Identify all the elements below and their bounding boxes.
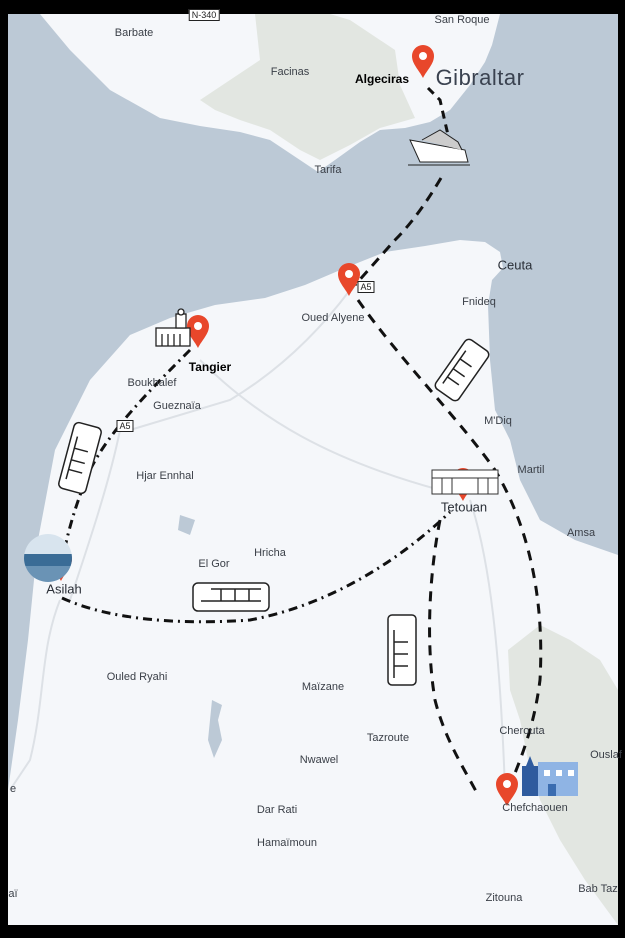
place-label: Tarifa <box>314 164 342 176</box>
place-label-tangier: Tangier <box>188 360 232 374</box>
place-label-gibraltar: Gibraltar <box>435 65 525 90</box>
place-label: San Roque <box>434 14 490 26</box>
place-label: Maïzane <box>301 681 345 693</box>
route-asilah-tetouan <box>61 510 452 624</box>
place-label: e <box>9 783 17 795</box>
route-tetouan-chefchaouen <box>428 519 480 796</box>
bus-icon <box>434 338 490 402</box>
blue-city-icon <box>522 756 578 796</box>
roads <box>9 289 506 791</box>
routes <box>58 86 543 796</box>
map-pin-icon <box>338 263 360 296</box>
road-shield-a5: A5 <box>357 281 375 293</box>
place-label: Hricha <box>254 547 286 559</box>
medina-building-icon <box>431 469 499 495</box>
place-label: Zitouna <box>485 892 523 904</box>
beach-photo-icon <box>24 534 72 582</box>
place-label: Ceuta <box>497 257 533 273</box>
place-label: Gueznaïa <box>153 400 201 412</box>
place-label: Barbate <box>114 27 154 39</box>
place-label: M'Diq <box>484 415 512 427</box>
place-label-asilah: Asilah <box>46 581 82 597</box>
lake <box>208 700 222 758</box>
place-label: Oued Alyene <box>301 312 365 324</box>
bus-icon <box>387 614 417 686</box>
place-label: Dar Rati <box>256 804 298 816</box>
bus-icon <box>192 582 270 612</box>
place-label: Facinas <box>270 66 310 78</box>
place-label: Tazroute <box>366 732 410 744</box>
map-pin-icon <box>187 315 209 348</box>
place-label: Ouslaf <box>590 749 622 761</box>
place-label-chefchaouen: Chefchaouen <box>502 802 568 814</box>
place-label: Martil <box>517 464 545 476</box>
land-morocco <box>8 240 618 925</box>
place-label: aï <box>8 888 18 900</box>
place-label-tetouan: Tetouan <box>440 499 488 515</box>
road-shield-a5: A5 <box>116 420 134 432</box>
place-label: Bab Taz <box>578 883 618 895</box>
ship-icon <box>408 129 470 166</box>
place-label: Ouled Ryahi <box>106 671 168 683</box>
map-pin-icon <box>412 45 434 78</box>
road-shield-n340: N-340 <box>188 9 220 21</box>
ferry-route <box>426 86 450 136</box>
place-label: Nwawel <box>299 754 339 766</box>
place-label: Fnideq <box>462 296 496 308</box>
route-tangier-asilah <box>58 348 192 576</box>
place-label: Amsa <box>566 527 596 539</box>
lake <box>178 515 195 535</box>
place-label: Hamaïmoun <box>257 837 317 849</box>
place-label: El Gor <box>198 558 230 570</box>
map-pin-icon <box>496 773 518 806</box>
mosque-icon <box>155 308 191 347</box>
ferry-route <box>353 177 443 286</box>
bus-icon <box>58 421 102 495</box>
place-label-algeciras: Algeciras <box>354 72 410 86</box>
forest-spain <box>200 14 415 160</box>
place-label: Cherouta <box>499 725 545 737</box>
place-label: Boukhalef <box>127 377 177 389</box>
place-label: Hjar Ennhal <box>136 470 194 482</box>
